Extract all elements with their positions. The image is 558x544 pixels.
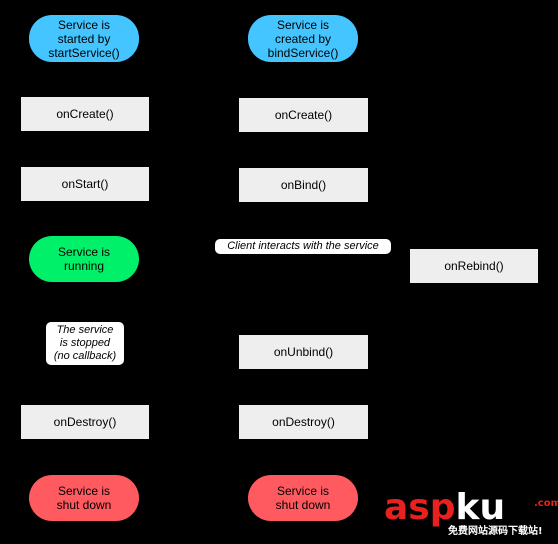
started-by-startservice-node: Service is started by startService() — [29, 15, 139, 62]
watermark-brand-white: ku — [455, 487, 506, 528]
right-ondestroy-callback: onDestroy() — [239, 405, 368, 439]
aspku-watermark-logo: aspku .com 免费网站源码下载站! — [384, 488, 558, 540]
created-by-bindservice-node: Service is created by bindService() — [248, 15, 358, 62]
left-onstart-callback: onStart() — [21, 167, 149, 201]
onunbind-callback: onUnbind() — [239, 335, 368, 369]
onrebind-callback: onRebind() — [410, 249, 538, 283]
service-running-node: Service is running — [29, 236, 139, 282]
right-oncreate-callback: onCreate() — [239, 98, 368, 132]
left-ondestroy-callback: onDestroy() — [21, 405, 149, 439]
client-interacts-note: Client interacts with the service — [215, 239, 391, 254]
right-shut-down-node: Service is shut down — [248, 475, 358, 521]
watermark-tagline: 免费网站源码下载站! — [448, 526, 543, 537]
service-stopped-note: The service is stopped (no callback) — [46, 322, 124, 365]
watermark-dotcom: .com — [534, 498, 558, 509]
watermark-brand: aspku — [384, 488, 505, 528]
onbind-callback: onBind() — [239, 168, 368, 202]
watermark-brand-red: asp — [384, 487, 456, 528]
left-oncreate-callback: onCreate() — [21, 97, 149, 131]
left-shut-down-node: Service is shut down — [29, 475, 139, 521]
